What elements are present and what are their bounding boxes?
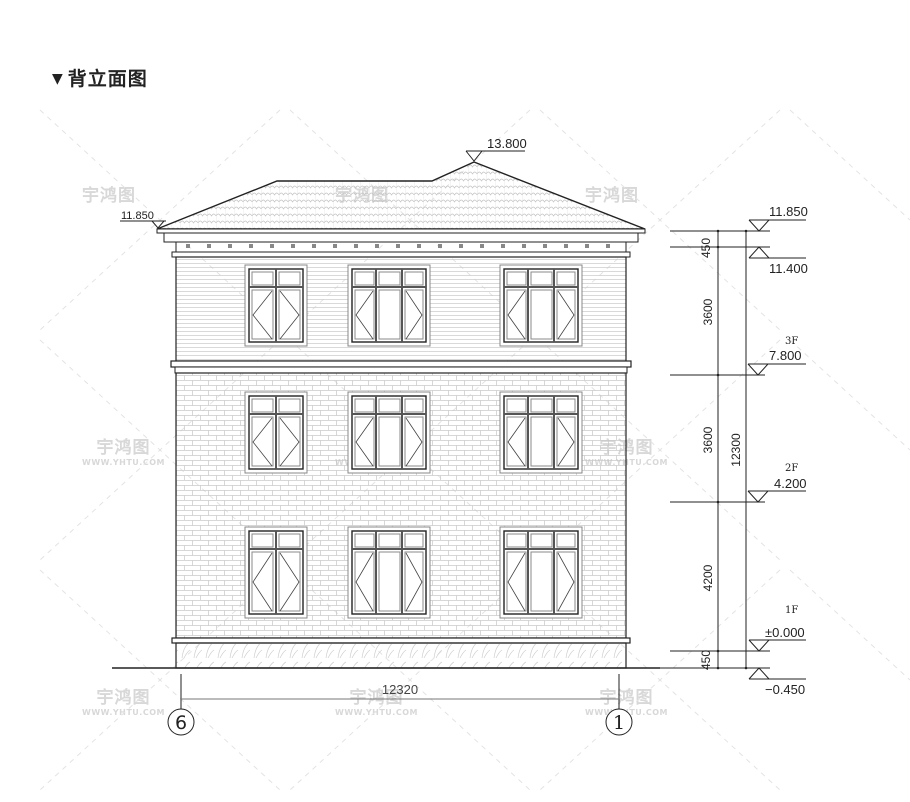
dim-floor2: 3600 bbox=[701, 426, 715, 453]
drawing-title: ▼背立面图 bbox=[52, 64, 148, 91]
plinth-cap bbox=[171, 637, 631, 644]
window-3f-center bbox=[347, 264, 431, 347]
window-1f-left bbox=[244, 526, 308, 619]
window-3f-left bbox=[244, 264, 308, 347]
floor3-cornice bbox=[170, 360, 632, 368]
axis-bubble-left: 6 bbox=[167, 708, 195, 736]
drawing-title-text: 背立面图 bbox=[67, 68, 148, 90]
stone-plinth bbox=[175, 642, 627, 669]
dim-total-width: 12320 bbox=[382, 682, 418, 697]
window-3f-right bbox=[499, 264, 583, 347]
dim-parapet: 450 bbox=[699, 238, 713, 258]
window-2f-left bbox=[244, 391, 308, 474]
elev-floor2: 4.200 bbox=[774, 476, 807, 491]
watermark: 宇鸿图 bbox=[82, 186, 136, 206]
floor1-label: 1F bbox=[785, 605, 798, 616]
collapse-triangle-icon: ▼ bbox=[52, 71, 64, 87]
elev-roof-base: 11.400 bbox=[769, 261, 808, 276]
floor2-label: 2F bbox=[785, 463, 798, 474]
svg-text:1: 1 bbox=[613, 712, 625, 734]
window-2f-center bbox=[347, 391, 431, 474]
window-1f-right bbox=[499, 526, 583, 619]
elev-ground: −0.450 bbox=[765, 682, 805, 697]
dimension-width bbox=[180, 674, 620, 710]
dim-plinth: 450 bbox=[699, 650, 713, 670]
dim-floor3: 3600 bbox=[701, 298, 715, 325]
eave-left-elevation-label: 11.850 bbox=[121, 210, 154, 222]
ridge-elevation-label: 13.800 bbox=[487, 136, 527, 151]
svg-text:6: 6 bbox=[175, 712, 187, 734]
window-2f-right bbox=[499, 391, 583, 474]
axis-bubble-right: 1 bbox=[605, 708, 633, 736]
dimension-ticks bbox=[716, 229, 748, 670]
dim-floor1: 4200 bbox=[701, 564, 715, 591]
floor3-label: 3F bbox=[785, 336, 798, 347]
elev-floor3: 7.800 bbox=[769, 348, 802, 363]
elev-floor1: ±0.000 bbox=[765, 625, 805, 640]
elevation-marker-eave-left bbox=[120, 220, 166, 229]
elevation-marker-ridge bbox=[465, 150, 525, 162]
dimension-chain-right bbox=[630, 230, 770, 669]
dim-total-height: 12300 bbox=[729, 433, 743, 467]
roof bbox=[156, 161, 646, 258]
watermark: 宇鸿图 bbox=[585, 186, 639, 206]
elev-eave-right: 11.850 bbox=[769, 204, 808, 219]
window-1f-center bbox=[347, 526, 431, 619]
elevation-markers-right bbox=[747, 219, 806, 680]
